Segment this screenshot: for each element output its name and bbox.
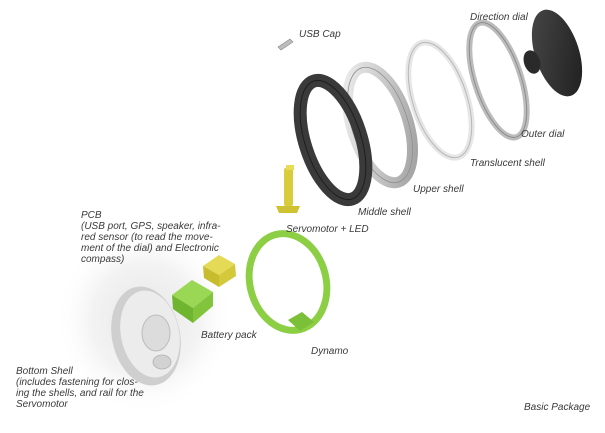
- label-translucent-shell: Translucent shell: [470, 158, 545, 169]
- usb-cap-part: [277, 38, 294, 51]
- label-outer-dial: Outer dial: [521, 129, 565, 140]
- label-basic-package: Basic Package: [524, 402, 591, 413]
- label-dynamo: Dynamo: [311, 346, 349, 357]
- pcb-part: [203, 255, 236, 287]
- label-direction-dial: Direction dial: [470, 12, 528, 23]
- servomotor-part: [276, 165, 300, 213]
- label-battery-pack: Battery pack: [201, 330, 257, 341]
- label-pcb: PCB (USB port, GPS, speaker, infra- red …: [81, 210, 221, 265]
- bottom-shell-part: [111, 286, 181, 386]
- outer-dial-part: [523, 9, 583, 97]
- middle-shell-part: [293, 73, 373, 207]
- label-bottom-shell: Bottom Shell (includes fastening for clo…: [16, 366, 144, 410]
- label-middle-shell: Middle shell: [358, 207, 411, 218]
- battery-pack-part: [172, 280, 213, 323]
- upper-shell-part: [342, 61, 418, 189]
- label-upper-shell: Upper shell: [413, 184, 464, 195]
- label-servomotor-led: Servomotor + LED: [286, 224, 369, 235]
- label-usb-cap: USB Cap: [299, 29, 341, 40]
- dynamo-part: [245, 230, 331, 334]
- dynamo-block: [288, 312, 314, 331]
